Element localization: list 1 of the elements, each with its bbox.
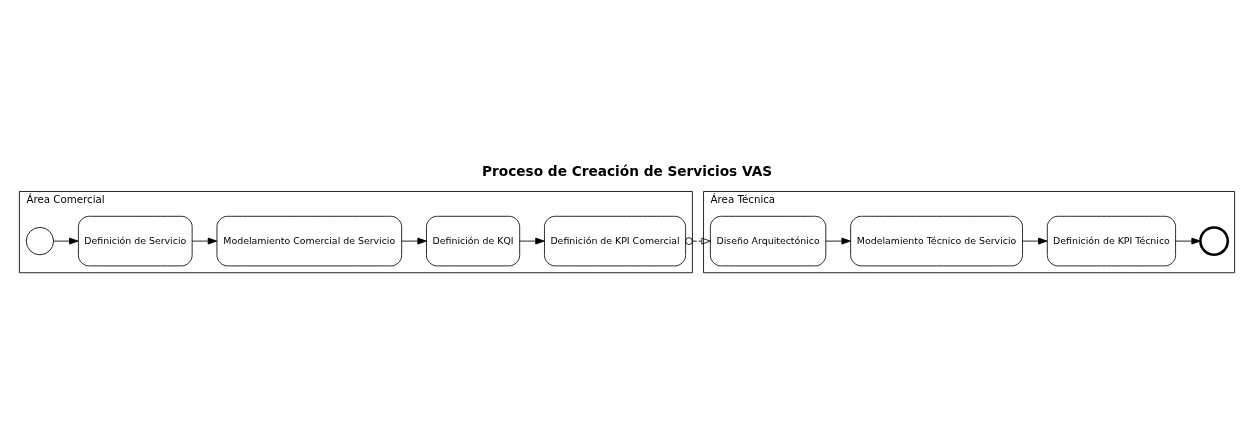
diagram-title: Proceso de Creación de Servicios VAS bbox=[482, 162, 773, 179]
